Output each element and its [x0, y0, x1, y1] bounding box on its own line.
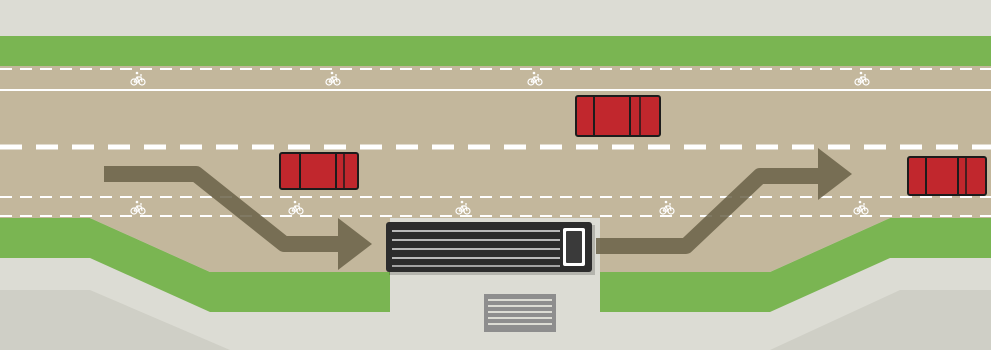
car — [279, 152, 359, 190]
car — [575, 95, 661, 137]
lower-curb-left — [0, 290, 230, 350]
bottom-grass-right — [600, 218, 991, 312]
roadway — [0, 66, 991, 218]
bus-shelter — [484, 294, 556, 332]
top-sidewalk — [0, 0, 991, 40]
lower-curb-right — [770, 290, 991, 350]
arrow-right-icon — [104, 166, 372, 270]
bus — [386, 222, 595, 275]
top-grass-strip — [0, 36, 991, 66]
arrow-right-icon — [596, 148, 852, 254]
bottom-grass-left — [0, 218, 390, 312]
car — [907, 156, 987, 196]
